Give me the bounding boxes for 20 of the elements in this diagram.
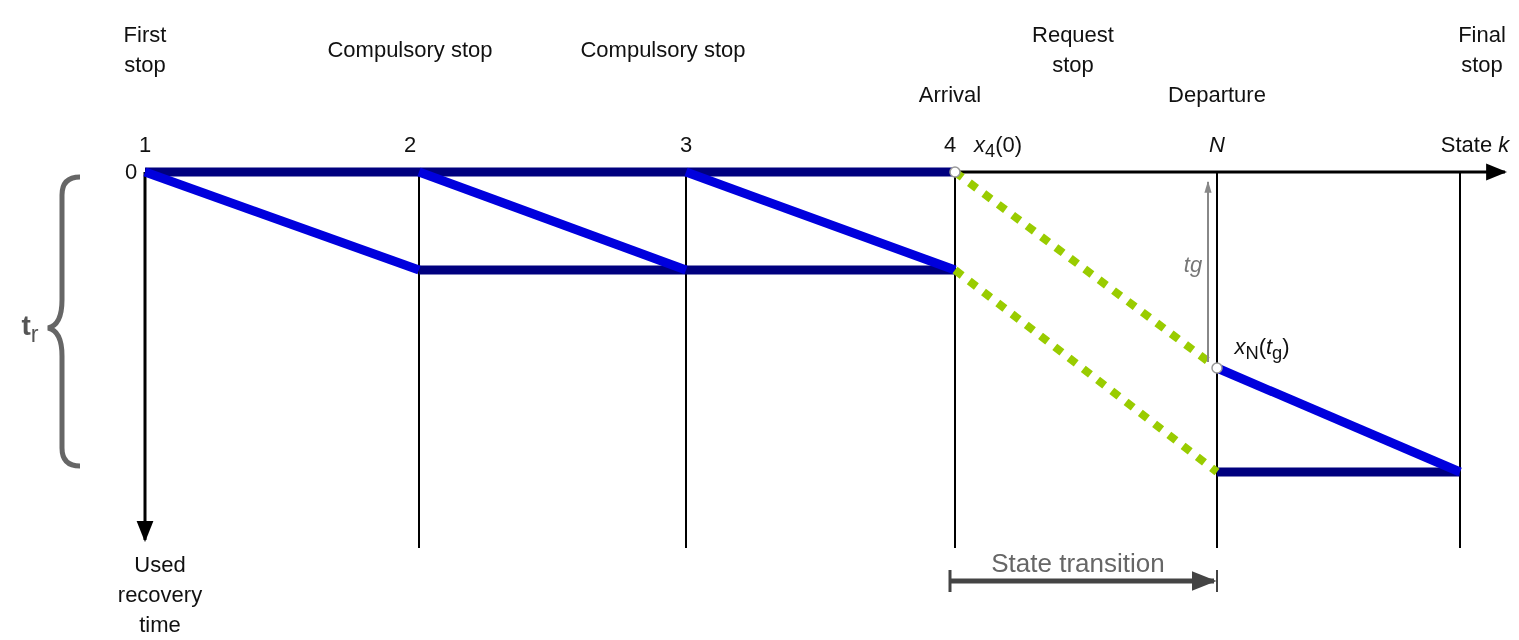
duration-label: t$_{r}$ [21,311,39,349]
duration-label: tg [1183,251,1203,279]
state-label: x$_{N}$(t$_{g}$) [1234,332,1290,366]
event-label: Arrival [918,81,982,109]
transition-label: State transition [991,548,1165,578]
stop-number: N [1209,131,1225,159]
stop-number: 4 [943,131,957,159]
stop-heading: Request stop [1031,21,1115,79]
stop-heading: First stop [122,21,168,79]
axis-value: 0 [124,158,138,186]
stop-heading: Final stop [1457,21,1507,79]
stop-heading: Compulsory stop [579,36,747,64]
axis-label: Used recovery time [116,551,204,639]
event-label: Departure [1168,81,1266,109]
stop-heading: Compulsory stop [326,36,494,64]
stop-number: 3 [679,131,693,159]
stop-number: 1 [138,131,152,159]
state-label: x$_{4}$(0) [973,130,1023,164]
axis-label: State k [1440,131,1510,159]
stop-number: 2 [403,131,417,159]
